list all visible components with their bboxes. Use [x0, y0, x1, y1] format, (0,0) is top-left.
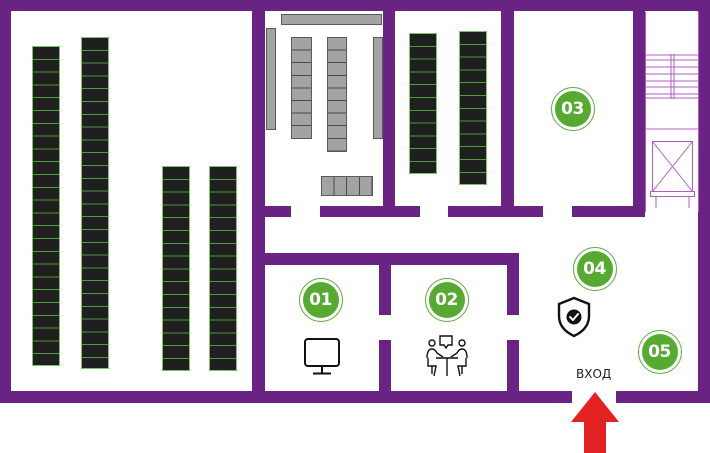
storage-rack	[409, 33, 437, 174]
zone-number: 02	[428, 281, 465, 318]
shelf-unit	[291, 37, 312, 139]
arrow-up-icon[interactable]	[571, 392, 619, 453]
shield-check-icon	[557, 296, 591, 338]
entrance-label: ВХОД	[576, 367, 612, 381]
zone-number: 03	[554, 90, 591, 127]
storage-rack	[209, 166, 237, 371]
wall-room-01-right-top	[379, 253, 391, 315]
wall-room-b-bottom	[448, 206, 514, 217]
monitor-icon	[304, 338, 340, 375]
wall-room-02-right-bottom	[507, 340, 519, 403]
storage-rack	[459, 31, 487, 185]
wall-room-03-bottom-left	[501, 206, 543, 217]
zone-badge-01[interactable]: 01	[299, 278, 343, 322]
wall-shelf-right	[373, 37, 383, 139]
meeting-icon	[426, 335, 468, 377]
wall-room-a-right	[383, 0, 395, 217]
wall-bottom-right	[616, 391, 710, 403]
wall-room-02-right-top	[507, 253, 519, 315]
storage-rack	[81, 37, 109, 369]
zone-badge-02[interactable]: 02	[425, 278, 469, 322]
shelf-unit	[327, 37, 347, 152]
zone-badge-03[interactable]: 03	[551, 87, 595, 131]
wall-room-03-bottom-right	[572, 206, 645, 217]
wall-shelf-top	[281, 14, 382, 25]
storage-rack	[162, 166, 190, 371]
zone-number: 05	[641, 333, 678, 370]
zone-number: 01	[302, 281, 339, 318]
wall-top	[0, 0, 710, 11]
wall-room-b-right	[501, 0, 514, 217]
stairs-icon	[645, 12, 699, 212]
zone-badge-04[interactable]: 04	[573, 247, 617, 291]
elevator-icon	[650, 141, 695, 208]
wall-left	[0, 0, 11, 403]
zone-badge-05[interactable]: 05	[638, 330, 682, 374]
wall-room-a-bottom-right	[320, 206, 420, 217]
wall-shelf-left	[266, 28, 276, 130]
counter-unit	[321, 176, 373, 196]
wall-room-01-right-bottom	[379, 340, 391, 403]
wall-room-03-right	[633, 0, 645, 217]
zone-number: 04	[576, 250, 613, 287]
wall-room-a-bottom-left	[252, 206, 291, 217]
wall-right	[698, 0, 710, 403]
storage-rack	[32, 46, 60, 366]
wall-warehouse-right	[252, 0, 265, 403]
wall-bottom-left	[0, 391, 572, 403]
